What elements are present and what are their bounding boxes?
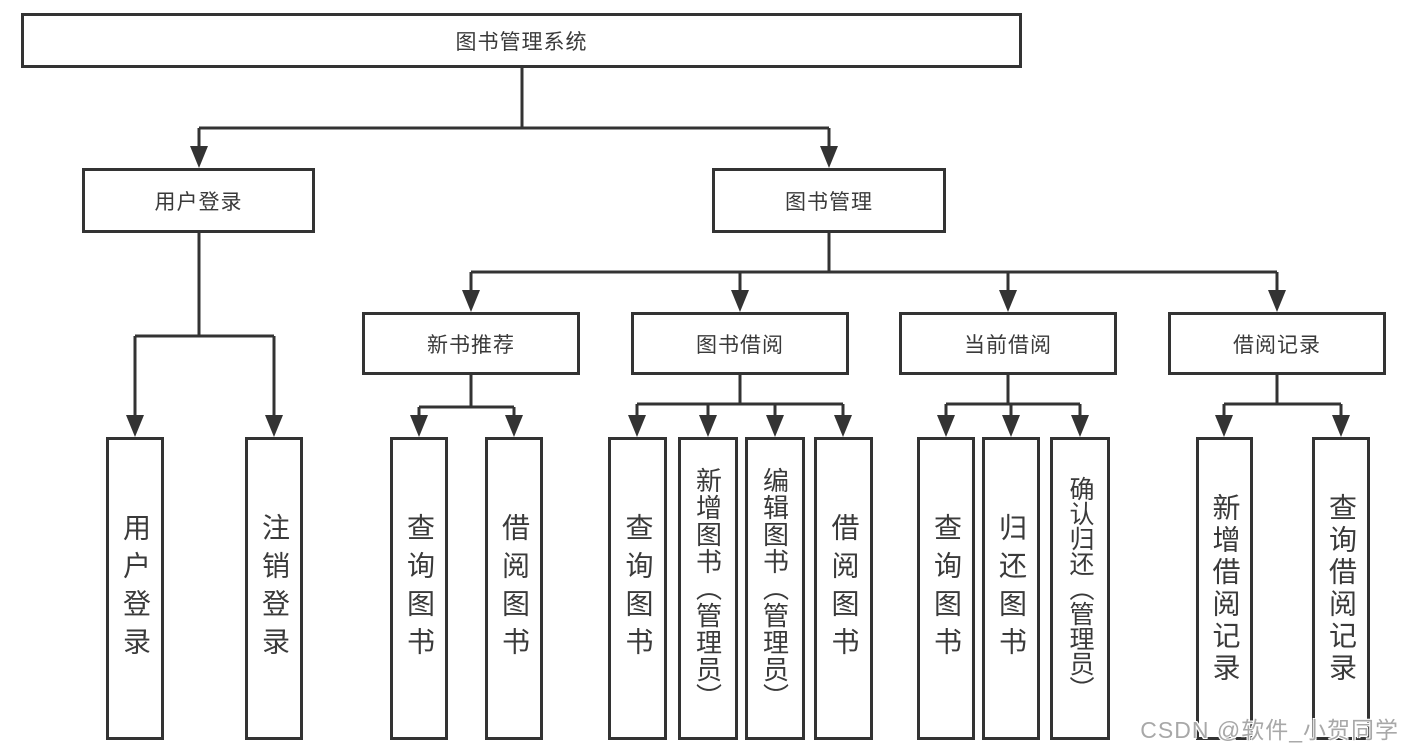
node-new-book-recommend: 新书推荐 [362,312,580,375]
node-label: 归还图书 [996,512,1027,665]
leaf-nb-query-books: 查询图书 [390,437,448,740]
arrowheads [126,146,1350,437]
node-root-system: 图书管理系统 [21,13,1022,68]
node-label: 编辑图书（管理员） [759,467,790,710]
node-label: 查询图书 [404,512,435,665]
node-user-login: 用户登录 [82,168,315,233]
leaf-cb-query-books: 查询图书 [917,437,975,740]
node-label: 当前借阅 [964,333,1052,357]
node-label: 新增借阅记录 [1209,492,1241,685]
leaf-cb-return-books: 归还图书 [982,437,1040,740]
node-label: 确认归还（管理员） [1066,476,1094,701]
node-label: 新增图书（管理员） [692,467,723,710]
node-label: 图书借阅 [696,333,784,357]
node-book-borrow: 图书借阅 [631,312,849,375]
node-label: 新书推荐 [427,333,515,357]
leaf-bb-add-books-admin: 新增图书（管理员） [678,437,738,740]
node-label: 查询图书 [622,512,654,665]
node-label: 查询借阅记录 [1326,492,1357,685]
leaf-nb-borrow-books: 借阅图书 [485,437,543,740]
node-label: 查询图书 [931,512,962,665]
leaf-bb-edit-books-admin: 编辑图书（管理员） [745,437,805,740]
node-borrow-records: 借阅记录 [1168,312,1386,375]
node-label: 用户登录 [120,512,151,665]
leaf-bb-query-books: 查询图书 [608,437,667,740]
node-label: 图书管理系统 [455,30,588,54]
node-label: 注销登录 [259,512,290,665]
node-book-management: 图书管理 [712,168,946,233]
node-label: 图书管理 [785,190,873,214]
leaf-cb-confirm-return-admin: 确认归还（管理员） [1050,437,1110,740]
node-label: 用户登录 [154,190,243,214]
leaf-logout: 注销登录 [245,437,303,740]
watermark: CSDN @软件_小贺同学 [1140,717,1399,743]
node-label: 借阅记录 [1233,333,1321,357]
leaf-br-add-record: 新增借阅记录 [1196,437,1253,740]
leaf-br-query-record: 查询借阅记录 [1312,437,1370,740]
leaf-user-login: 用户登录 [106,437,164,740]
node-current-borrow: 当前借阅 [899,312,1117,375]
leaf-bb-borrow-books: 借阅图书 [814,437,873,740]
node-label: 借阅图书 [499,512,530,665]
node-label: 借阅图书 [828,512,860,665]
